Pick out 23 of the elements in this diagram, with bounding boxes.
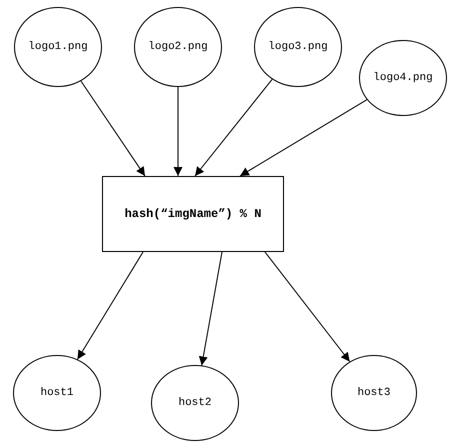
arrow (174, 86, 182, 176)
node-label: hash(“imgName”) % N (124, 207, 262, 221)
ellipse-node (13, 355, 101, 431)
ellipse-node (134, 7, 222, 87)
ellipse-node (254, 7, 342, 87)
ellipse-node (151, 365, 239, 441)
process-box (102, 176, 284, 252)
node-label: logo4.png (373, 72, 433, 84)
arrow (264, 252, 350, 362)
node-label: host2 (178, 397, 212, 409)
arrow (77, 252, 144, 360)
ellipse-node (331, 355, 417, 431)
ellipse-node (359, 40, 447, 116)
arrow (240, 99, 368, 176)
arrow (194, 78, 273, 176)
arrow (80, 80, 146, 176)
node-label: host1 (40, 387, 74, 399)
ellipse-node (14, 7, 102, 87)
arrow (198, 252, 222, 366)
node-label: logo1.png (28, 41, 88, 53)
node-label: host3 (357, 387, 390, 399)
node-label: logo3.png (268, 41, 328, 53)
node-label: logo2.png (148, 41, 208, 53)
